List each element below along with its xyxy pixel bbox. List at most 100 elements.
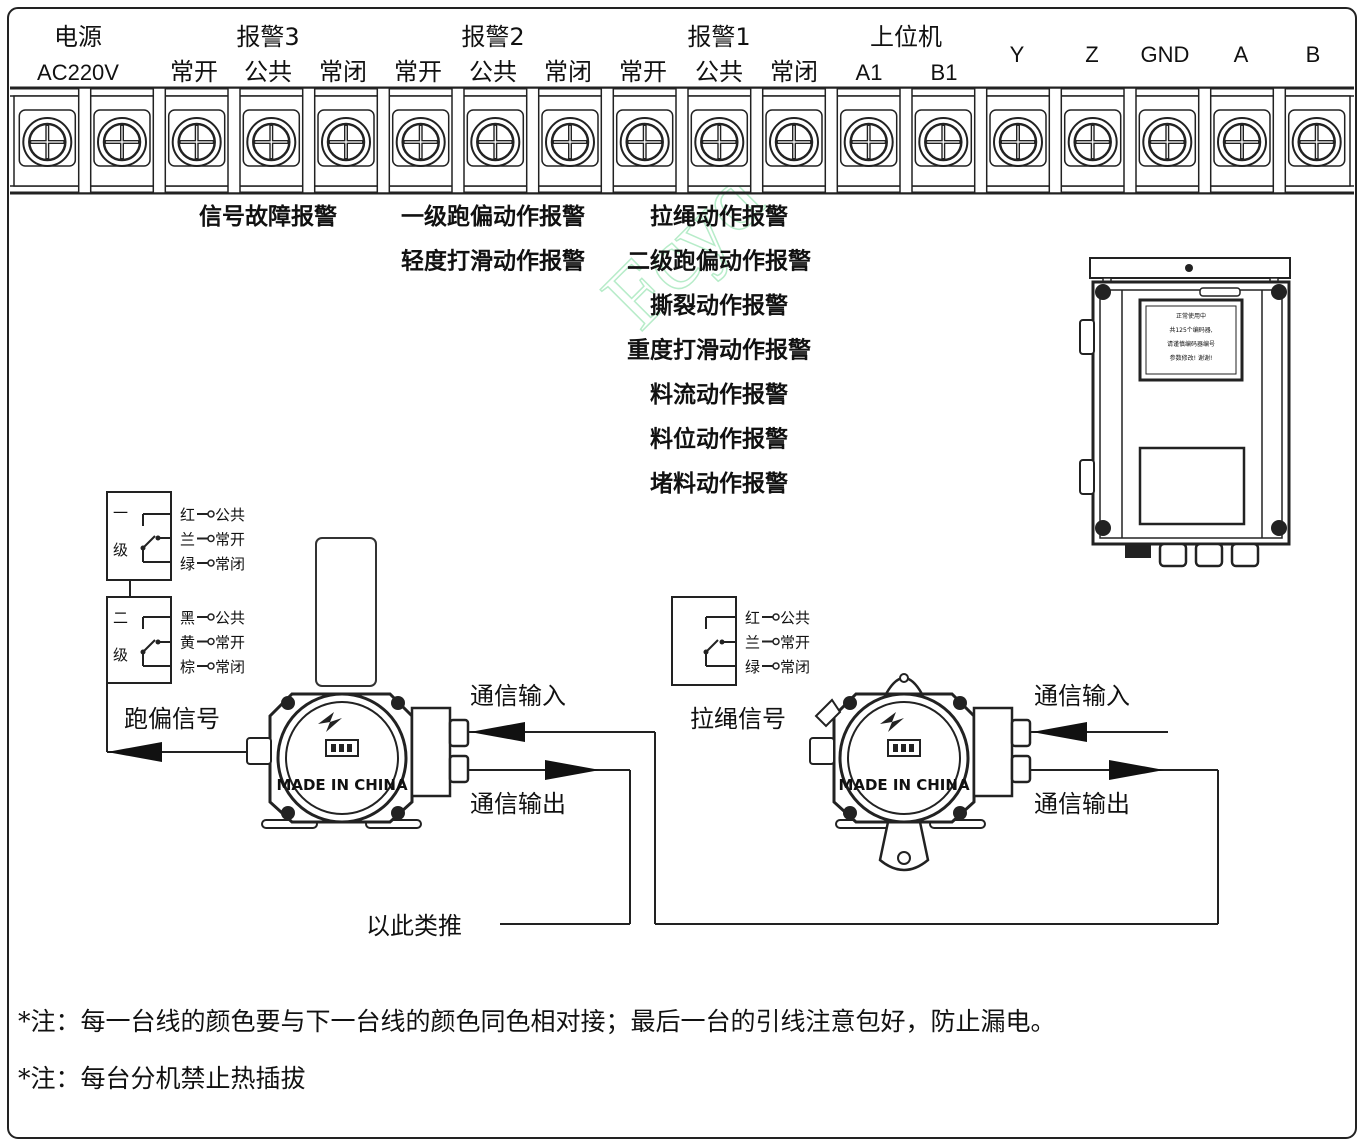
- screw-terminal: [1282, 95, 1351, 187]
- note-2: *注：每台分机禁止热插拔: [18, 1064, 306, 1093]
- deviation-l1-wire-color-1: 兰: [180, 531, 195, 549]
- deviation-relay-level2: 二 级: [106, 580, 172, 684]
- screw-terminal: [13, 95, 82, 187]
- screw-terminal: [386, 95, 455, 187]
- header-z-title: Z: [1085, 42, 1098, 67]
- deviation-l1-wire-1: 兰 常开: [180, 531, 245, 549]
- deviation-signal-label: 跑偏信号: [124, 705, 220, 733]
- header-alarm3-title: 报警3: [236, 23, 299, 51]
- deviation-signal-line: 跑偏信号: [106, 683, 262, 762]
- screw-terminal: [1133, 95, 1202, 187]
- screw-terminal: [237, 95, 306, 187]
- pullcord-wire-terminal-2: 常闭: [780, 658, 810, 676]
- pullcord-wire-1: 兰常开: [745, 634, 810, 652]
- header-host-sub-1: B1: [931, 60, 958, 85]
- pullcord-comm: 通信输入 通信输出: [1030, 682, 1219, 924]
- screen-line-3: 请谨慎编码器编号: [1167, 340, 1215, 348]
- screw-terminal: [983, 95, 1053, 187]
- deviation-l1-wire-terminal-1: 常开: [215, 531, 245, 549]
- pullcord-wire-color-0: 红: [745, 609, 760, 627]
- outer-frame: [7, 7, 1357, 1139]
- screen-line-1: 正常使用中: [1176, 312, 1206, 320]
- header-alarm2-sub-1: 公共: [469, 58, 517, 86]
- pullcord-switch-device: MADE IN CHINA: [809, 673, 1032, 872]
- alarm1-function-0: 拉绳动作报警: [650, 203, 788, 230]
- pullcord-wire-color-2: 绿: [745, 658, 760, 676]
- header-alarm3-sub-2: 常闭: [319, 58, 367, 86]
- header-gnd-title: GND: [1141, 42, 1190, 67]
- screw-terminal: [834, 95, 903, 187]
- deviation-comm-out-label: 通信输出: [470, 790, 566, 818]
- deviation-l2-wire-color-2: 棕: [180, 658, 195, 676]
- header-host-sub-0: A1: [856, 60, 883, 85]
- terminal-header: 电源AC220V报警3常开公共常闭报警2常开公共常闭报警1常开公共常闭上位机A1…: [37, 23, 1320, 86]
- alarm1-function-5: 料位动作报警: [650, 426, 788, 453]
- screen-line-4: 参数修改! 谢谢!: [1170, 354, 1213, 362]
- deviation-wire-labels: 红公共兰常开绿常闭黑公共黄常开棕常闭: [180, 506, 245, 676]
- deviation-l1-wire-2: 绿 常闭: [180, 555, 245, 573]
- pullcord-comm-in-label: 通信输入: [1034, 682, 1130, 710]
- header-alarm1-title: 报警1: [687, 23, 750, 51]
- screw-terminal: [909, 95, 978, 187]
- note-1: *注：每一台线的颜色要与下一台线的颜色同色相对接；最后一台的引线注意包好，防止漏…: [18, 1007, 1056, 1036]
- alarm2-function-1: 轻度打滑动作报警: [401, 248, 585, 275]
- alarm1-function-3: 重度打滑动作报警: [627, 337, 811, 364]
- header-alarm3-sub-1: 公共: [244, 58, 292, 86]
- level2-char2: 级: [113, 646, 128, 664]
- deviation-l1-wire-terminal-2: 常闭: [215, 555, 245, 573]
- deviation-l1-wire-terminal-0: 公共: [215, 506, 245, 524]
- header-alarm1-sub-1: 公共: [695, 58, 743, 86]
- deviation-l1-wire-0: 红 公共: [180, 506, 245, 524]
- pullcord-signal-label: 拉绳信号: [690, 705, 786, 733]
- screw-terminal: [87, 95, 157, 187]
- header-alarm1-sub-2: 常闭: [770, 58, 818, 86]
- pullcord-wire-labels: 红 公共兰常开绿 常闭: [745, 609, 810, 676]
- deviation-l2-wire-0: 黑公共: [180, 609, 245, 627]
- deviation-switch-device: MADE IN CHINA: [246, 537, 470, 829]
- screw-terminal: [759, 95, 829, 187]
- header-b-title: B: [1306, 42, 1321, 67]
- screw-terminal: [1058, 95, 1127, 187]
- deviation-comm-in-label: 通信输入: [470, 682, 566, 710]
- screw-terminal: [610, 95, 679, 187]
- pullcord-wire-terminal-1: 常开: [780, 634, 810, 652]
- controller-unit: 正常使用中 共125个编码器, 请谨慎编码器编号 参数修改! 谢谢!: [1079, 257, 1291, 568]
- screw-terminal: [685, 95, 754, 187]
- alarm2-function-0: 一级跑偏动作报警: [401, 203, 585, 230]
- screw-terminal: [535, 95, 605, 187]
- level1-char1: 一: [113, 504, 128, 522]
- deviation-comm: 通信输入 通信输出 以此类推: [366, 682, 1218, 940]
- header-alarm2-sub-2: 常闭: [544, 58, 592, 86]
- level2-char1: 二: [113, 609, 128, 627]
- header-a-title: A: [1234, 42, 1249, 67]
- alarm1-function-2: 撕裂动作报警: [650, 292, 788, 319]
- header-alarm2-sub-0: 常开: [394, 58, 442, 86]
- screw-terminal: [1207, 95, 1277, 187]
- deviation-l2-wire-color-1: 黄: [180, 634, 195, 652]
- pullcord-wire-terminal-0: 公共: [780, 609, 810, 627]
- header-host-title: 上位机: [870, 23, 942, 51]
- deviation-l2-wire-2: 棕 常闭: [180, 658, 245, 676]
- deviation-l1-wire-color-0: 红: [180, 506, 195, 524]
- pullcord-made-in: MADE IN CHINA: [838, 776, 970, 794]
- screw-terminal: [162, 95, 231, 187]
- screen-line-2: 共125个编码器,: [1169, 326, 1212, 334]
- alarm1-function-1: 二级跑偏动作报警: [627, 248, 811, 275]
- header-y-title: Y: [1010, 42, 1025, 67]
- deviation-l1-wire-color-2: 绿: [180, 555, 195, 573]
- header-alarm3-sub-0: 常开: [170, 58, 218, 86]
- alarm1-function-4: 料流动作报警: [650, 381, 788, 408]
- pullcord-wire-2: 绿 常闭: [745, 658, 810, 676]
- header-power-sub-0: AC220V: [37, 60, 119, 85]
- deviation-l2-wire-1: 黄 常开: [180, 634, 245, 652]
- terminal-strip: [10, 86, 1354, 195]
- deviation-made-in: MADE IN CHINA: [276, 776, 408, 794]
- deviation-l2-wire-terminal-1: 常开: [215, 634, 245, 652]
- deviation-l2-wire-terminal-2: 常闭: [215, 658, 245, 676]
- pullcord-relay: [671, 596, 737, 686]
- level1-char2: 级: [113, 541, 128, 559]
- alarm3-function-0: 信号故障报警: [199, 203, 337, 230]
- header-alarm2-title: 报警2: [461, 23, 524, 51]
- chain-label: 以此类推: [366, 912, 462, 940]
